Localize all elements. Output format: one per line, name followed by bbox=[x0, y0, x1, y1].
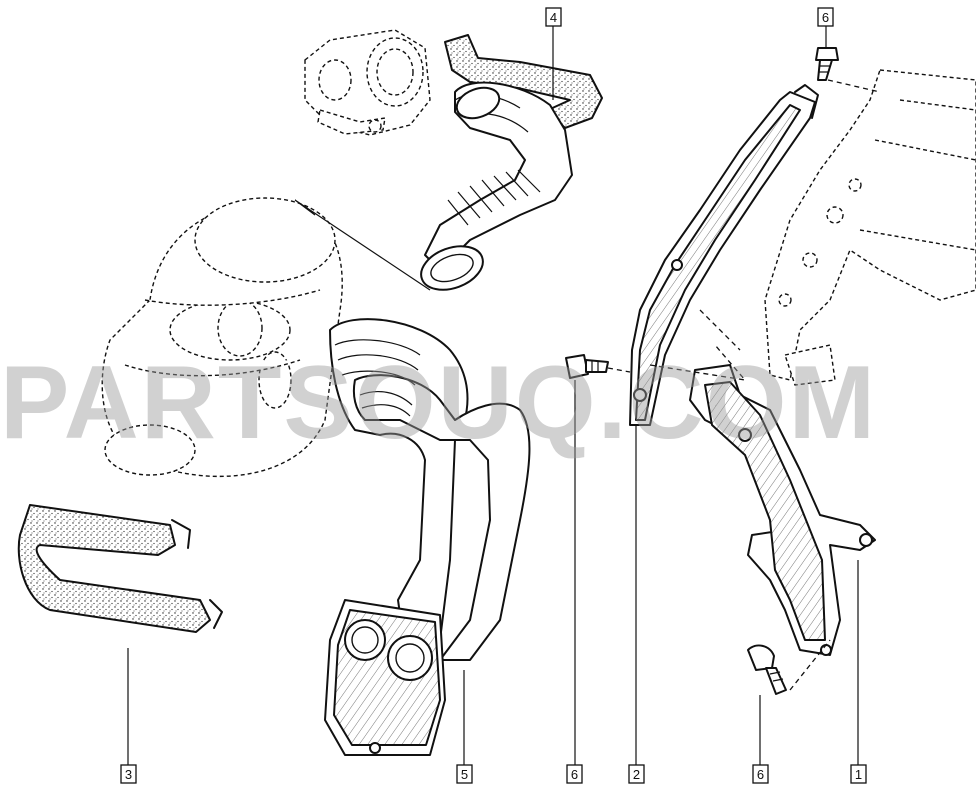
callout-6-top[interactable]: 6 bbox=[817, 7, 834, 27]
callout-6-middle[interactable]: 6 bbox=[566, 764, 583, 784]
callout-1[interactable]: 1 bbox=[850, 764, 867, 784]
assembly-guide-lines bbox=[294, 79, 881, 691]
callout-2[interactable]: 2 bbox=[628, 764, 645, 784]
callout-1-label: 1 bbox=[855, 767, 862, 782]
callout-6-lower-label: 6 bbox=[757, 767, 764, 782]
callout-6-top-label: 6 bbox=[822, 10, 829, 25]
callout-3-label: 3 bbox=[125, 767, 132, 782]
callout-5-label: 5 bbox=[461, 767, 468, 782]
throttle-body-ghost bbox=[304, 29, 431, 136]
retaining-strap bbox=[17, 504, 223, 633]
callout-5[interactable]: 5 bbox=[456, 764, 473, 784]
callout-2-label: 2 bbox=[633, 767, 640, 782]
bolt-middle bbox=[565, 354, 609, 379]
watermark-text: PARTSOUQ.COM bbox=[0, 345, 877, 461]
callout-6-middle-label: 6 bbox=[571, 767, 578, 782]
callout-4[interactable]: 4 bbox=[545, 7, 562, 27]
callout-4-label: 4 bbox=[550, 10, 557, 25]
air-filter-housing-ghost bbox=[101, 197, 343, 478]
callout-6-lower[interactable]: 6 bbox=[752, 764, 769, 784]
callout-leaders bbox=[127, 26, 859, 765]
lower-support-bracket bbox=[689, 364, 876, 656]
engine-block-ghost bbox=[764, 69, 976, 386]
air-duct-assembly bbox=[324, 318, 531, 756]
intake-bellows-hose bbox=[420, 34, 603, 291]
bolt-lower bbox=[747, 644, 787, 695]
bolt-top bbox=[815, 47, 839, 81]
callout-3[interactable]: 3 bbox=[120, 764, 137, 784]
long-mounting-bracket bbox=[629, 84, 819, 426]
